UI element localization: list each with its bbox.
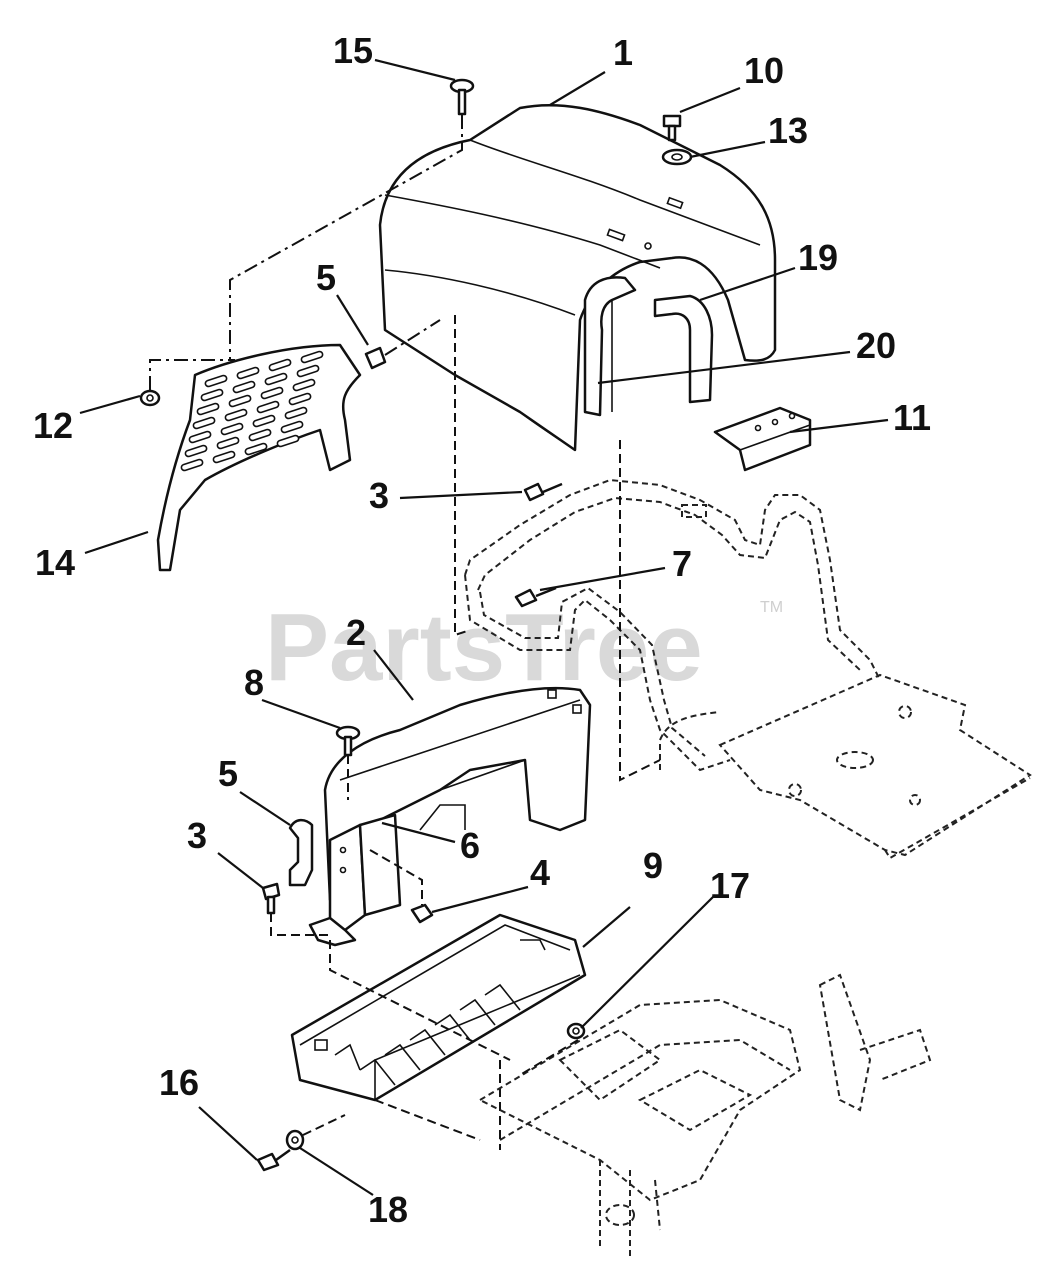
perforation-slot bbox=[296, 364, 320, 378]
callout-5-lower: 5 bbox=[218, 753, 238, 794]
callout-14: 14 bbox=[35, 542, 75, 583]
perforation-slot bbox=[264, 372, 288, 386]
perforation-slot bbox=[232, 380, 256, 394]
callout-2: 2 bbox=[346, 612, 366, 653]
perforation-slot bbox=[280, 420, 304, 434]
callout-4: 4 bbox=[530, 852, 550, 893]
callout-17: 17 bbox=[710, 865, 750, 906]
callout-8: 8 bbox=[244, 662, 264, 703]
part-17-nut bbox=[566, 1022, 586, 1040]
part-7-screw bbox=[514, 586, 557, 608]
perforation-slot bbox=[276, 434, 300, 448]
perforation-slot bbox=[260, 386, 284, 400]
part-19-bumper-pad bbox=[653, 294, 714, 404]
part-9-ribs bbox=[359, 983, 521, 1086]
part-16-bolt bbox=[256, 1148, 291, 1172]
perforation-slot bbox=[248, 428, 272, 442]
perforation-slot bbox=[284, 406, 308, 420]
callout-9: 9 bbox=[643, 845, 663, 886]
perforation-slot bbox=[216, 436, 240, 450]
part-3-screw-upper bbox=[523, 482, 563, 502]
perforation-slot bbox=[184, 444, 208, 458]
leader-lines bbox=[79, 58, 889, 1196]
part-3-screw-lower bbox=[261, 882, 281, 915]
part-13-washer bbox=[661, 148, 693, 166]
callout-5-upper: 5 bbox=[316, 257, 336, 298]
perforation-slot bbox=[204, 374, 228, 388]
callout-18: 18 bbox=[368, 1189, 408, 1230]
perforation-slot bbox=[256, 400, 280, 414]
callout-13: 13 bbox=[768, 110, 808, 151]
callout-labels: 15 1 10 13 19 20 11 5 12 14 3 7 2 8 5 3 … bbox=[33, 30, 931, 1230]
part-4-nut bbox=[410, 903, 434, 924]
callout-6: 6 bbox=[460, 825, 480, 866]
part-8-carriage-bolt bbox=[335, 725, 361, 757]
callout-7: 7 bbox=[672, 543, 692, 584]
part-14-perforated-deflector bbox=[156, 343, 362, 572]
callout-3-lower: 3 bbox=[187, 815, 207, 856]
perforation-slot bbox=[292, 378, 316, 392]
lower-chassis-phantom bbox=[477, 973, 932, 1260]
part-5-clip-upper bbox=[364, 346, 387, 370]
perforation-slot bbox=[252, 414, 276, 428]
perforation-slot bbox=[300, 350, 324, 364]
perforation-slot bbox=[224, 408, 248, 422]
part-1-fender-housing bbox=[378, 103, 777, 452]
perforation-slot bbox=[236, 366, 260, 380]
perforation-slot bbox=[200, 388, 224, 402]
part-18-washer bbox=[285, 1129, 305, 1151]
part-11-bracket bbox=[713, 406, 812, 472]
perforation-slot bbox=[188, 430, 212, 444]
callout-1: 1 bbox=[613, 32, 633, 73]
perforation-slot bbox=[268, 358, 292, 372]
part-20-bumper-pad bbox=[583, 276, 637, 417]
watermark-tm: TM bbox=[760, 599, 783, 616]
perforation-slot bbox=[180, 458, 204, 472]
part-5-latch-lower bbox=[288, 818, 314, 887]
part-9-chassis-bracket bbox=[290, 913, 587, 1102]
callout-19: 19 bbox=[798, 237, 838, 278]
part-10-bolt bbox=[662, 114, 682, 142]
perforation-slot bbox=[244, 442, 268, 456]
perforation-slot bbox=[212, 450, 236, 464]
perforation-slot bbox=[192, 416, 216, 430]
part-15-carriage-bolt bbox=[449, 78, 475, 116]
perforation-slot bbox=[288, 392, 312, 406]
perforation-slot bbox=[228, 394, 252, 408]
part-12-nut bbox=[139, 389, 161, 407]
callout-3-upper: 3 bbox=[369, 475, 389, 516]
floor-plate bbox=[718, 673, 1032, 860]
callout-20: 20 bbox=[856, 325, 896, 366]
perforation-slot bbox=[196, 402, 220, 416]
frame-phantom bbox=[464, 478, 881, 772]
callout-11: 11 bbox=[893, 397, 931, 438]
callout-15: 15 bbox=[333, 30, 373, 71]
perforation-slot bbox=[220, 422, 244, 436]
part-6-hinge-bracket bbox=[308, 813, 402, 947]
callout-16: 16 bbox=[159, 1062, 199, 1103]
callout-10: 10 bbox=[744, 50, 784, 91]
callout-12: 12 bbox=[33, 405, 73, 446]
watermark-text: PartsTree bbox=[265, 594, 703, 701]
